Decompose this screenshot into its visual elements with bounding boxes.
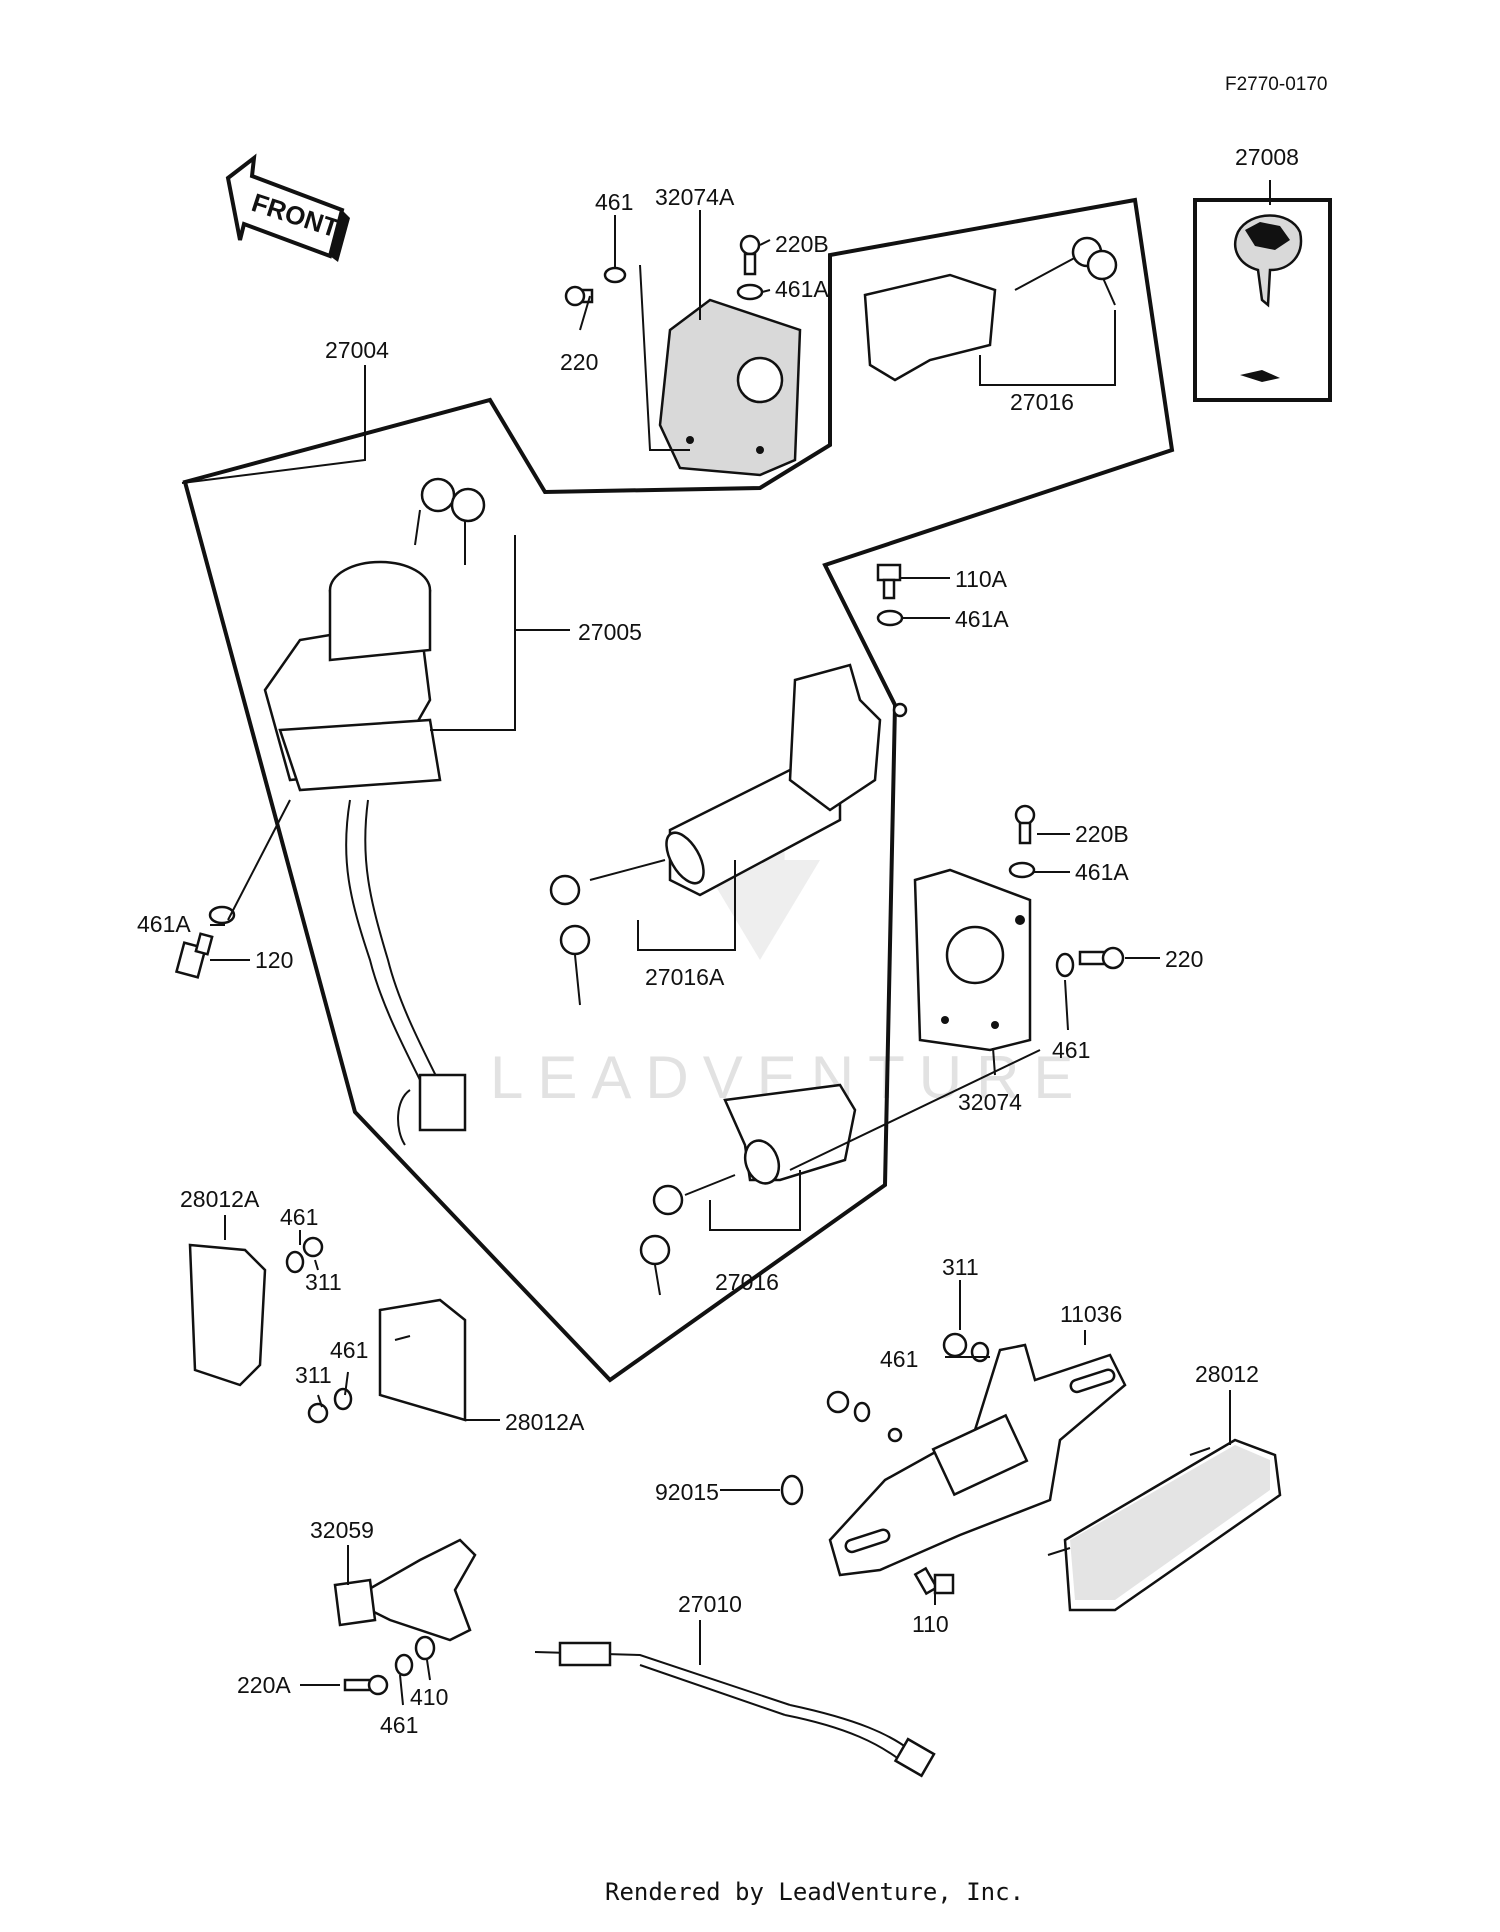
callout-461-mid: 461 [1052,1037,1090,1063]
leader-lines [181,180,1271,1706]
callout-311-a: 311 [305,1269,342,1295]
callout-461-top: 461 [595,189,633,215]
lock-cover-32074 [913,868,1032,1052]
bracket-32059 [333,1538,477,1642]
reflector-28012 [1047,1438,1282,1612]
washer-461-c [970,1341,990,1363]
screw-220-mid [1078,946,1125,970]
callout-120: 120 [255,947,293,973]
nut-311-c [942,1332,968,1358]
callout-28012: 28012 [1195,1361,1259,1387]
lock-cover-32074a [658,298,802,477]
callout-461a-right: 461A [1075,859,1129,885]
callout-410: 410 [410,1684,448,1710]
callout-27004: 27004 [325,337,389,363]
screw-220-top [564,285,594,307]
front-label: FRONT [248,187,343,243]
license-bracket-11036 [828,1343,1127,1577]
callout-32074: 32074 [958,1089,1022,1115]
bolt-110 [913,1566,955,1596]
washer-461-a [285,1250,305,1274]
callout-220a: 220A [237,1672,291,1698]
callout-32074a: 32074A [655,184,735,210]
callout-311-c: 311 [942,1254,979,1280]
callout-220-mid: 220 [1165,946,1203,972]
callout-461a-mid: 461A [955,606,1009,632]
nut-311-b [307,1402,329,1424]
callout-27016a: 27016A [645,964,725,990]
screw-220b-mid [1014,804,1036,845]
lock-27016-lower [639,1083,857,1296]
callout-220b-mid: 220B [1075,821,1129,847]
nut-311-a [302,1236,324,1258]
washer-461-mid [1055,952,1075,978]
nut-pair [826,1390,871,1423]
callout-27016-lower: 27016 [715,1269,779,1295]
washer-461a-top [736,283,764,301]
callout-32059: 32059 [310,1517,374,1543]
footer-credit: Rendered by LeadVenture, Inc. [605,1878,1024,1906]
drawing-number: F2770-0170 [1225,74,1327,95]
callout-92015: 92015 [655,1479,719,1505]
callout-461-b: 461 [330,1337,368,1363]
callout-311-b: 311 [295,1362,332,1388]
callout-27008: 27008 [1235,144,1299,170]
key-box [1193,198,1332,402]
callout-27005: 27005 [578,619,642,645]
callout-27016-top: 27016 [1010,389,1074,415]
callout-461-c: 461 [880,1346,918,1372]
steering-lock-27016a [549,663,908,1006]
bolt-110a [876,563,902,600]
callout-28012a-right: 28012A [505,1409,585,1435]
callout-28012a-left: 28012A [180,1186,260,1212]
collar-92015 [780,1474,804,1506]
callout-461-a: 461 [280,1204,318,1230]
reflector-28012a-left [188,1243,267,1387]
reflector-28012a-right [378,1298,467,1422]
front-arrow-icon: FRONT [225,153,350,262]
screw-220b-top [739,234,761,276]
callout-220-top: 220 [560,349,598,375]
callout-461a-top: 461A [775,276,829,302]
callout-461-d: 461 [380,1712,418,1738]
bolt-120 [174,932,214,979]
washer-461a-right [1008,861,1036,879]
screw-220a [343,1674,389,1696]
kit-boundary [182,197,1175,1383]
cable-27010 [534,1641,936,1778]
callout-27010: 27010 [678,1591,742,1617]
callout-11036: 11036 [1060,1301,1122,1327]
lock-27016-top [863,236,1118,382]
washer-461-b [333,1387,353,1411]
callout-labels: 27008 461 32074A 220B 461A 220 27016 270… [137,144,1299,1738]
callout-110: 110 [912,1611,949,1637]
washer-461-top [603,266,627,284]
callout-110a: 110A [955,566,1008,592]
washer-461a-mid [876,609,904,627]
washer-461-d [394,1653,414,1677]
callout-461a-left: 461A [137,911,191,937]
callout-220b-top: 220B [775,231,829,257]
ignition-switch-27004 [263,477,486,1146]
washer-410 [414,1635,436,1661]
